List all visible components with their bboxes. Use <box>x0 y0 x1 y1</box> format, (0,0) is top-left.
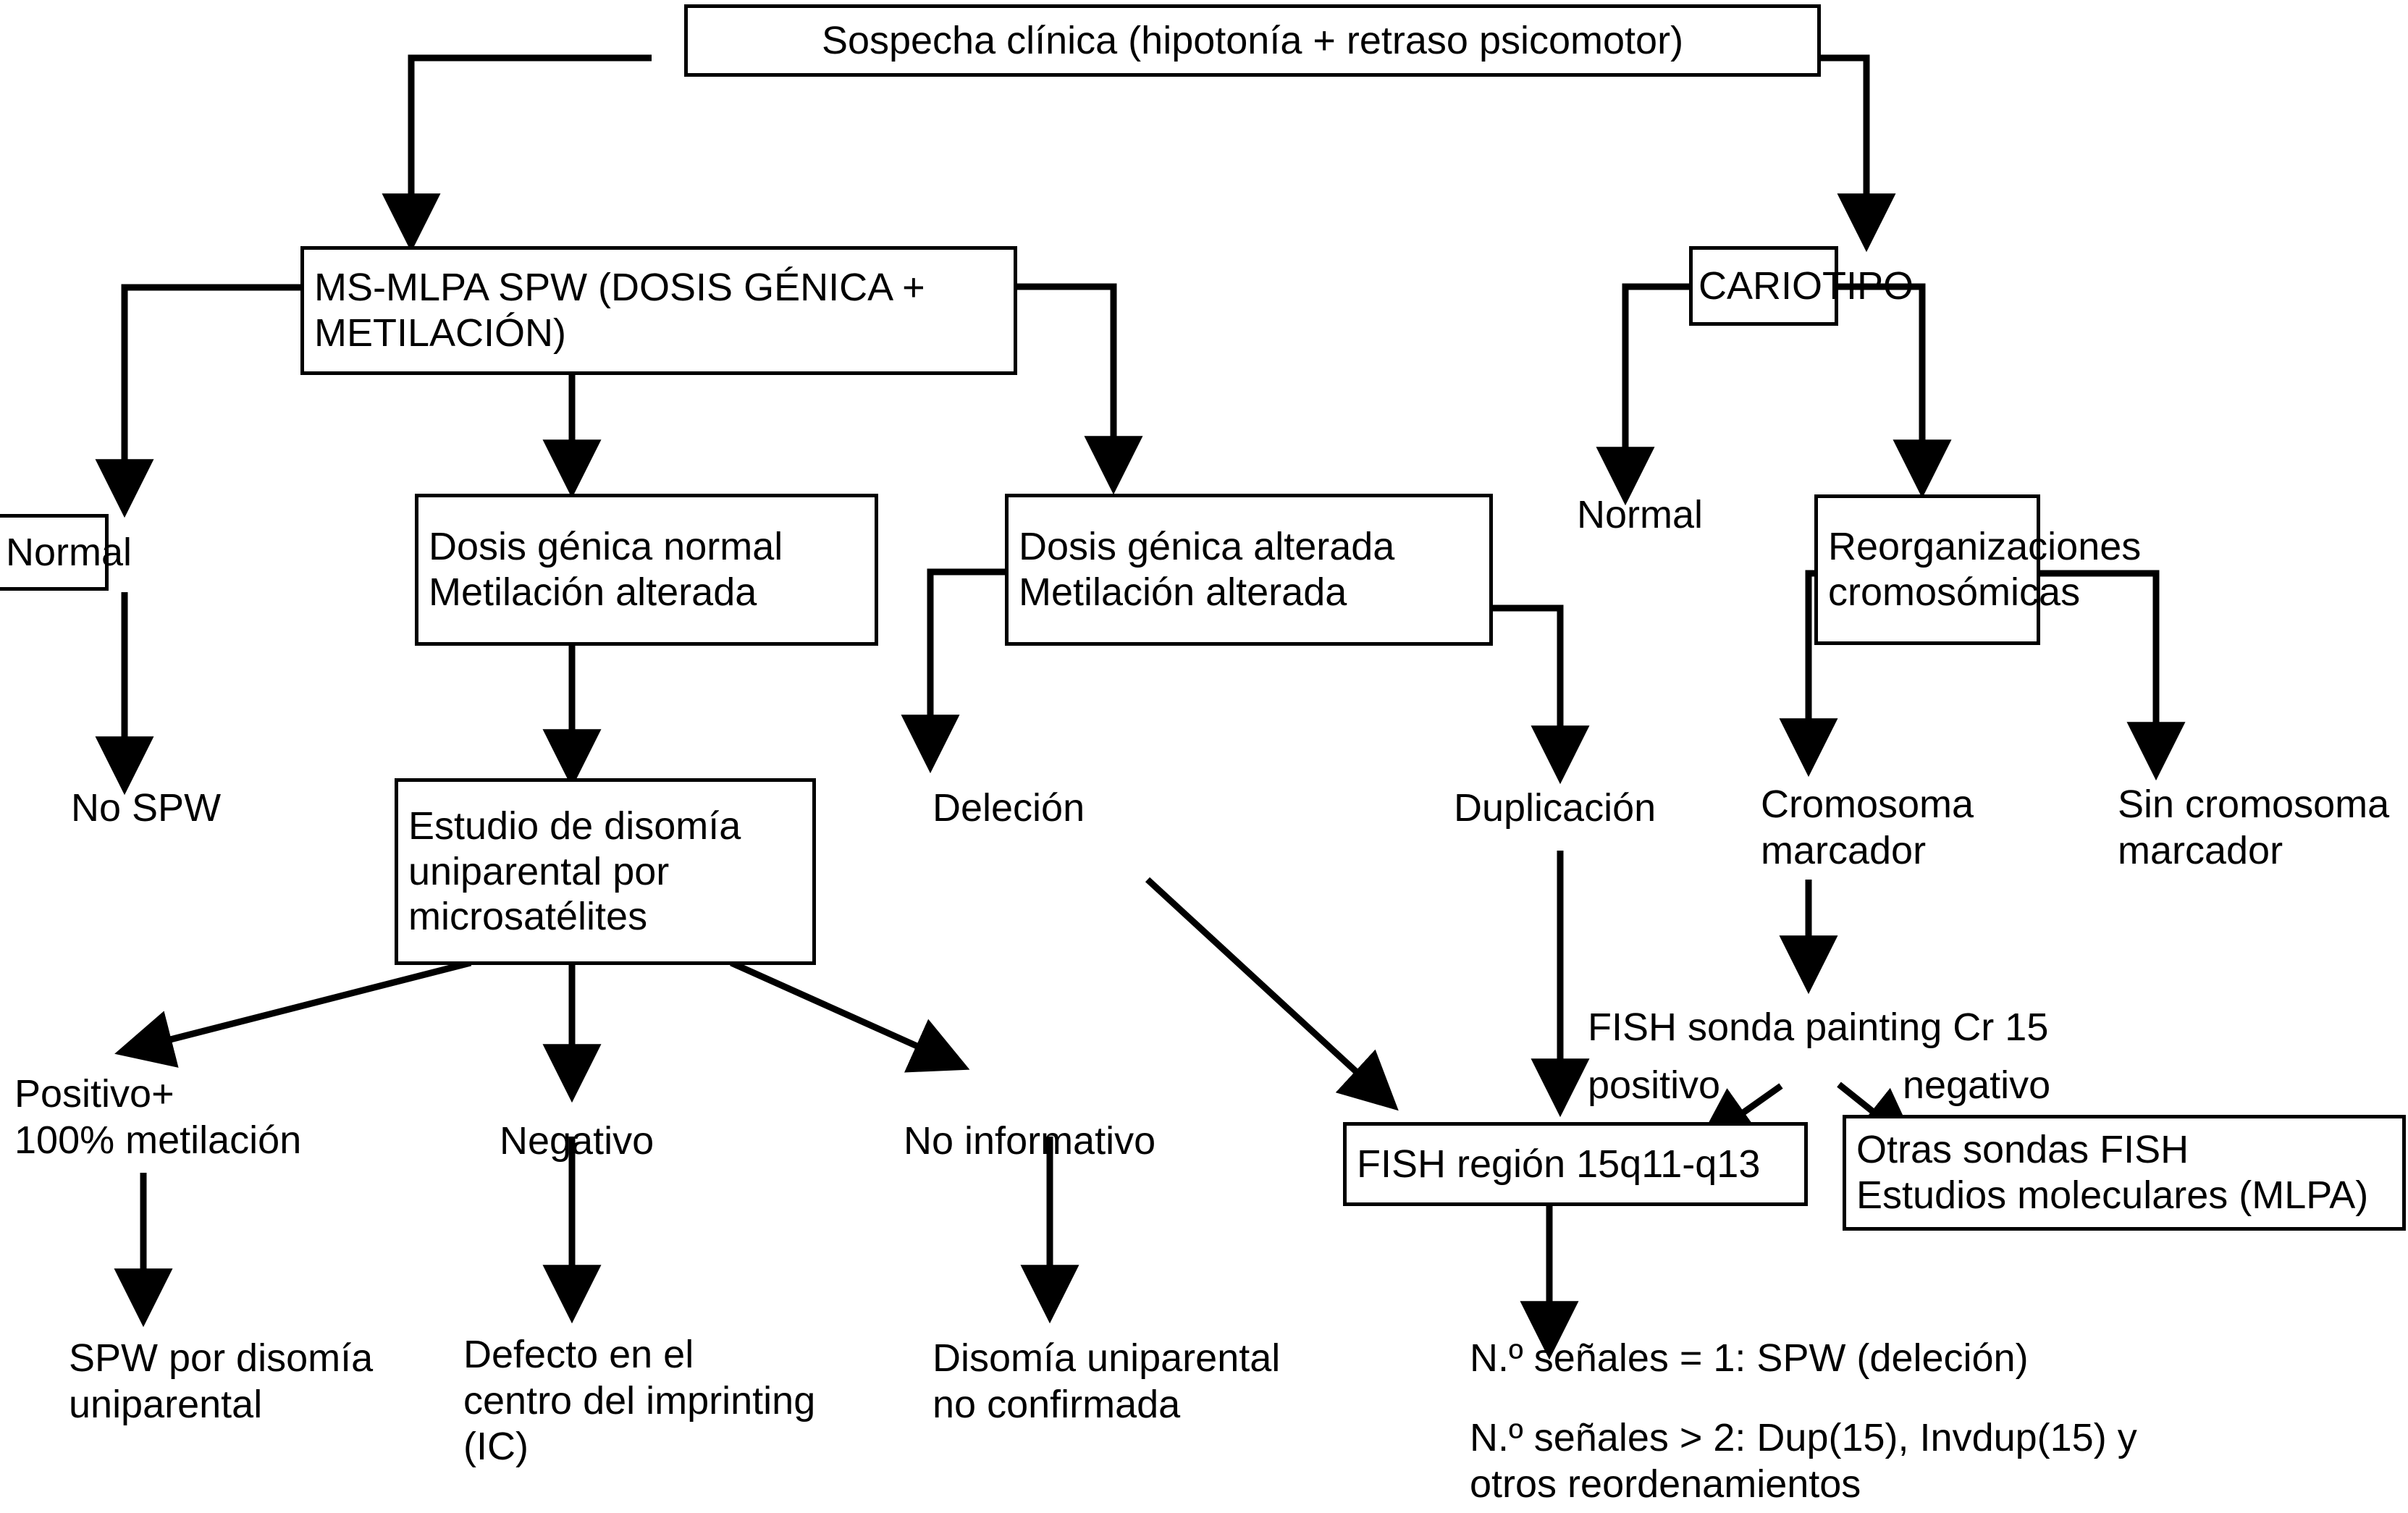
wire-cariotipo-to-reorg <box>1837 283 1952 499</box>
label-negativo-disomia: Negativo <box>500 1119 654 1163</box>
node-cariotipo[interactable]: CARIOTIPO <box>1689 246 1914 326</box>
label-defecto-centro-imprinting: Defecto en el centro del imprinting (IC) <box>463 1333 816 1469</box>
node-fish-region-label: FISH región 15q11-q13 <box>1357 1142 1761 1186</box>
label-delecion: Deleción <box>933 786 1085 830</box>
node-dosis-genica-normal[interactable]: Dosis génica normal Metilación alterada <box>415 494 878 646</box>
label-no-informativo: No informativo <box>904 1119 1156 1163</box>
node-ms-mlpa[interactable]: MS-MLPA SPW (DOSIS GÉNICA + METILACIÓN) <box>300 246 1017 375</box>
node-fish-region-15q11-q13[interactable]: FISH región 15q11-q13 <box>1343 1122 1808 1206</box>
node-otras-sondas-label: Otras sondas FISH Estudios moleculares (… <box>1856 1128 2369 1217</box>
node-cariotipo-label: CARIOTIPO <box>1698 264 1914 308</box>
label-positivo-100-metilacion: Positivo+ 100% metilación <box>14 1072 302 1162</box>
label-senales-mayor-2: N.º señales > 2: Dup(15), Invdup(15) y o… <box>1470 1416 2137 1506</box>
node-sospecha-clinica-label: Sospecha clínica (hipotonía + retraso ps… <box>821 18 1684 62</box>
node-estudio-disomia-uniparental[interactable]: Estudio de disomía uniparental por micro… <box>395 778 816 965</box>
label-disomia-no-confirmada: Disomía uniparental no confirmada <box>933 1336 1281 1426</box>
wire-delecion-to-fish <box>1145 877 1399 1111</box>
label-sin-cromosoma-marcador: Sin cromosoma marcador <box>2118 783 2390 872</box>
label-fish-sonda-painting: FISH sonda painting Cr 15 <box>1588 1006 2049 1049</box>
wire-msmlpa-to-normal <box>95 284 300 518</box>
node-normal-result-label: Normal <box>6 530 132 574</box>
node-estudio-disomia-label: Estudio de disomía uniparental por micro… <box>408 804 741 939</box>
label-fish-negativo: negativo <box>1903 1063 2051 1107</box>
wire-positivo-to-fishregion <box>1696 1083 1783 1146</box>
node-ms-mlpa-label: MS-MLPA SPW (DOSIS GÉNICA + METILACIÓN) <box>314 266 925 355</box>
label-cariotipo-normal: Normal <box>1577 493 1704 536</box>
node-reorganizaciones-label: Reorganizaciones cromosómicas <box>1828 525 2142 614</box>
wire-sospecha-to-msmlpa <box>382 54 652 253</box>
node-sospecha-clinica[interactable]: Sospecha clínica (hipotonía + retraso ps… <box>684 4 1821 77</box>
label-cromosoma-marcador: Cromosoma marcador <box>1761 783 1974 872</box>
label-no-spw: No SPW <box>71 786 222 830</box>
node-otras-sondas-fish[interactable]: Otras sondas FISH Estudios moleculares (… <box>1843 1115 2406 1231</box>
label-fish-positivo: positivo <box>1588 1063 1721 1107</box>
node-dosis-genica-alterada[interactable]: Dosis génica alterada Metilación alterad… <box>1005 494 1493 646</box>
label-spw-por-disomia: SPW por disomía uniparental <box>69 1336 374 1426</box>
wire-dosisalterada-to-delecion <box>901 568 1006 774</box>
node-normal-result[interactable]: Normal <box>0 514 132 591</box>
label-duplicacion: Duplicación <box>1454 786 1656 830</box>
label-senales-igual-1: N.º señales = 1: SPW (deleción) <box>1470 1336 2029 1380</box>
node-dosis-genica-alterada-label: Dosis génica alterada Metilación alterad… <box>1019 525 1395 614</box>
node-dosis-genica-normal-label: Dosis génica normal Metilación alterada <box>429 525 783 614</box>
wire-msmlpa-to-dosisalterada <box>1015 283 1143 495</box>
wire-reorg-to-cromosoma <box>1779 570 1838 777</box>
wire-estudio-to-noinformativo <box>730 959 970 1073</box>
wire-cariotipo-to-normal <box>1596 283 1691 506</box>
wire-reorg-to-sincromosoma <box>2040 570 2186 781</box>
node-reorganizaciones-cromosomicas[interactable]: Reorganizaciones cromosómicas <box>1814 494 2141 645</box>
wire-sospecha-to-cariotipo <box>1780 54 1896 253</box>
wire-estudio-to-positivo <box>114 959 472 1068</box>
